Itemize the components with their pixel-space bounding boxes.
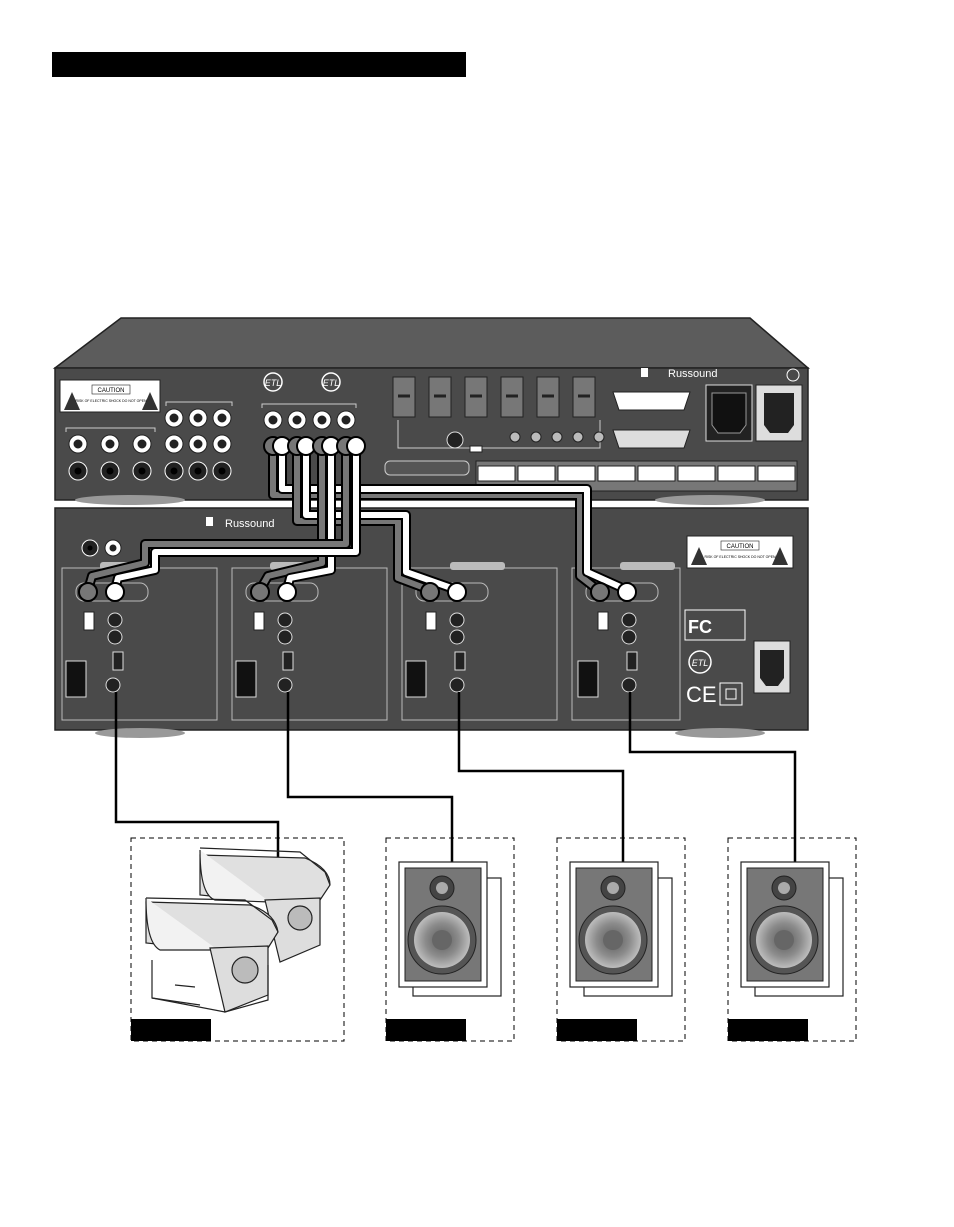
rca-plugs — [78, 436, 637, 602]
speaker-wires — [114, 692, 797, 866]
etl-mark — [688, 650, 712, 674]
ir-jack-row — [509, 431, 605, 443]
caution-text-top: CAUTION — [98, 388, 125, 394]
foot — [75, 495, 185, 505]
fcc-mark-box — [684, 609, 746, 641]
warning-icon — [64, 392, 80, 410]
rotary-knob — [446, 431, 464, 449]
svg-text:ETL: ETL — [323, 378, 340, 388]
caution-text-bottom: CAUTION — [727, 544, 754, 550]
zone-tag-1 — [131, 1019, 211, 1041]
caution-sub-top: RISK OF ELECTRIC SHOCK DO NOT OPEN — [75, 399, 147, 403]
label-slot — [384, 460, 470, 476]
controller-unit: CAUTION RISK OF ELECTRIC SHOCK DO NOT OP… — [52, 317, 811, 505]
controller-top-panel — [52, 317, 811, 369]
outdoor-speaker-icon — [145, 847, 331, 1013]
speaker-zone-3 — [556, 837, 686, 1042]
svg-text:ETL: ETL — [265, 378, 282, 388]
speaker-zone-2 — [385, 837, 515, 1042]
caution-sub-bottom: RISK OF ELECTRIC SHOCK DO NOT OPEN — [704, 555, 776, 559]
brand-logo-bottom: Russound — [225, 518, 275, 530]
warning-icon — [772, 547, 788, 565]
section-header-bar — [52, 52, 466, 77]
speaker-zone-4 — [727, 837, 857, 1042]
etl-logo: ETL ETL — [263, 372, 341, 392]
in-wall-speaker-icon — [398, 861, 502, 997]
double-insulation-mark — [725, 688, 737, 700]
speaker-zone-1 — [130, 837, 345, 1042]
zone-tag-2 — [386, 1019, 466, 1041]
fcc-mark: FC — [688, 617, 712, 637]
brand-logo-top: Russound — [668, 368, 718, 380]
foot — [655, 495, 765, 505]
keypad-switch-bank — [392, 376, 596, 418]
db25-connector — [612, 391, 691, 449]
warning-icon — [691, 547, 707, 565]
in-wall-speaker-icon — [740, 861, 844, 997]
svg-text:ETL: ETL — [692, 658, 709, 668]
zone-tag-4 — [728, 1019, 808, 1041]
ground-icon — [786, 368, 800, 382]
zone-output-jacks — [263, 410, 356, 430]
warning-icon — [142, 392, 158, 410]
in-wall-speaker-icon — [569, 861, 673, 997]
rca-jack-group-left — [68, 408, 232, 481]
ce-mark: CE — [686, 682, 717, 707]
zone-tag-3 — [557, 1019, 637, 1041]
